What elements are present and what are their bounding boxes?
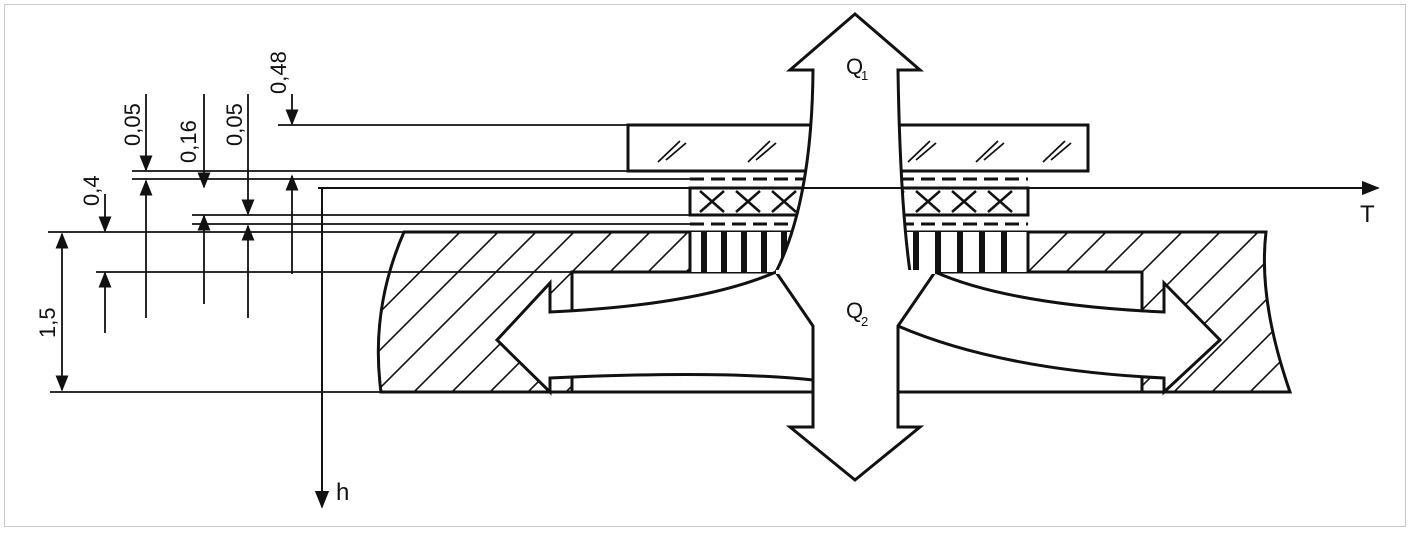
hatch-line [1326, 232, 1412, 392]
cross-mark [915, 190, 941, 213]
via-bar [935, 232, 941, 272]
cross-mark [735, 190, 761, 213]
q2-label: Q [846, 298, 863, 323]
hatch-line [1173, 232, 1290, 392]
hatch-line [378, 232, 537, 392]
via-bar [761, 232, 767, 272]
glass-mark [975, 140, 1005, 163]
hatch-line [413, 232, 575, 392]
glass-mark [907, 140, 937, 163]
cross-mark [951, 190, 977, 213]
dim-label-04: 0,4 [79, 175, 104, 206]
hatch-line [1211, 232, 1290, 392]
heat-flow-right-arrow [895, 270, 1223, 396]
via-bar [721, 232, 727, 272]
via-bar [1001, 232, 1007, 272]
via-bar [979, 232, 985, 272]
via-bar [741, 232, 747, 272]
via-bar [913, 232, 919, 272]
dim-label-15: 1,5 [35, 307, 60, 338]
cross-mark [699, 190, 725, 213]
q1-subscript: 1 [861, 68, 868, 83]
q1-label: Q [846, 54, 863, 79]
hatch-line [1249, 232, 1290, 392]
hatch-line [378, 232, 499, 392]
hatch-line [1287, 232, 1290, 392]
h-axis-label: h [336, 479, 349, 506]
dimension-lines [55, 94, 299, 392]
heat-flow-left-arrow [494, 270, 815, 396]
cross-mark [771, 190, 797, 213]
via-bar [957, 232, 963, 272]
glass-mark [747, 140, 777, 163]
t-axis-label: T [1360, 201, 1375, 228]
via-bar [701, 232, 707, 272]
glass-mark [1042, 140, 1072, 163]
glass-mark [657, 140, 687, 163]
cross-mark [987, 190, 1013, 213]
heat-flow-down-arrow [785, 326, 925, 482]
dim-label-005b: 0,05 [222, 103, 247, 146]
dim-label-005a: 0,05 [120, 103, 145, 146]
dim-label-048: 0,48 [266, 51, 291, 94]
dim-label-016: 0,16 [176, 120, 201, 163]
q2-subscript: 2 [861, 314, 868, 329]
